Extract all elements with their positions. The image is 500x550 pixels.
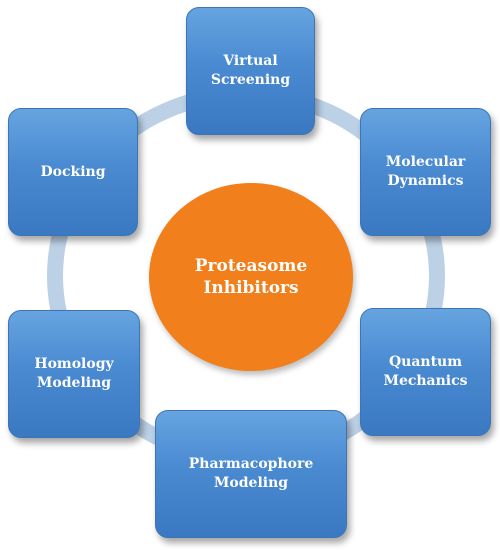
node-label: Molecular Dynamics [385,154,466,189]
center-circle: Proteasome Inhibitors [149,183,353,371]
node-label: Homology Modeling [34,356,114,391]
node-label: Virtual Screening [210,53,291,88]
node-molecular-dynamics: Molecular Dynamics [360,108,491,236]
node-label: Quantum Mechanics [383,354,468,389]
node-pharmacophore-modeling: Pharmacophore Modeling [155,410,347,538]
node-quantum-mechanics: Quantum Mechanics [360,308,491,436]
node-label: Docking [40,163,106,180]
node-label: Pharmacophore Modeling [188,456,314,491]
center-label: Proteasome Inhibitors [194,256,308,298]
node-homology-modeling: Homology Modeling [8,310,140,438]
node-virtual-screening: Virtual Screening [186,7,315,135]
node-docking: Docking [8,108,138,236]
